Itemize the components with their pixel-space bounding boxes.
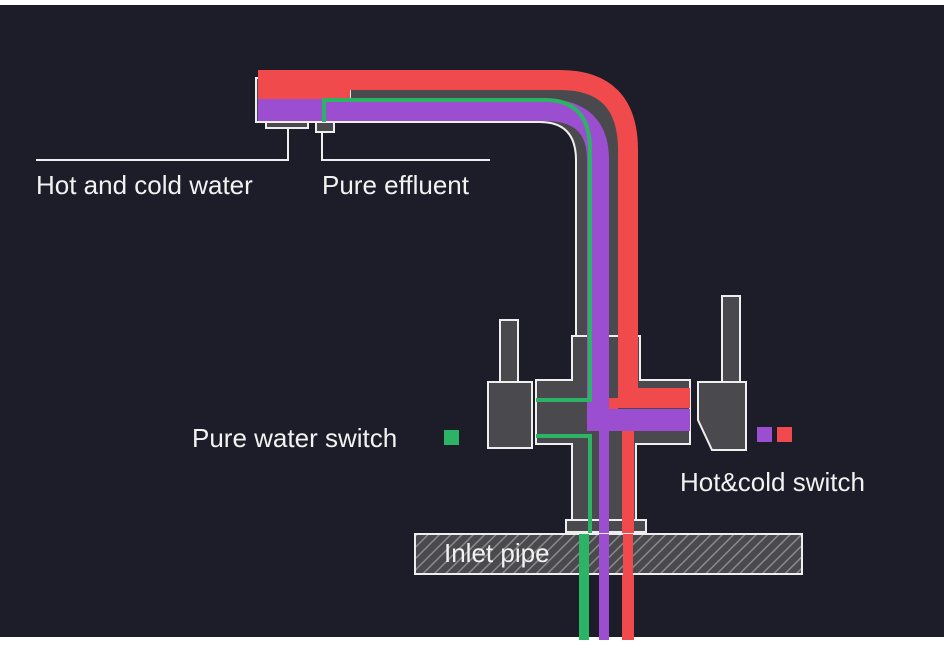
pure-water-handle [487, 319, 533, 449]
pure-swatch [444, 430, 459, 445]
cold-swatch [757, 427, 772, 442]
leader-lines [36, 128, 490, 161]
inlet-pipe-label: Inlet pipe [444, 538, 550, 568]
pure-effluent-label: Pure effluent [322, 170, 470, 200]
hot-swatch [777, 427, 792, 442]
hot-cold-switch-label: Hot&cold switch [680, 467, 865, 497]
hot-cold-water-label: Hot and cold water [36, 170, 253, 200]
hot-cold-handle [697, 295, 747, 451]
inlet-pipe-block [414, 533, 803, 640]
pure-water-switch-label: Pure water switch [192, 423, 397, 453]
